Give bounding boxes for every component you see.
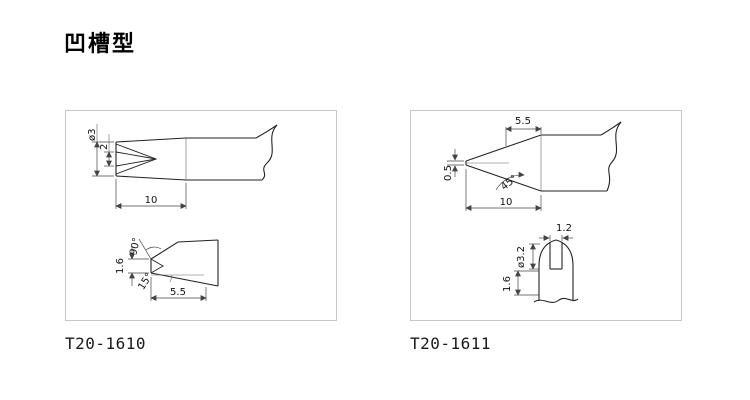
page-title: 凹槽型 [64, 31, 137, 56]
model-number: T20-1610 [65, 334, 147, 353]
tip-front-view [533, 239, 579, 303]
dim-edge-length-label: 5.5 [170, 287, 186, 298]
diagram-box: 5.5 0.5 45° 10 [410, 110, 682, 321]
dim-taper-angle-label: 15° [137, 271, 156, 292]
dim-taper-length-label: 10 [500, 197, 513, 208]
diagram-box: ø3 2 10 [65, 110, 337, 321]
tip-front-view-dimensions [514, 235, 573, 296]
t20-1610-drawing: ø3 2 10 [87, 124, 278, 301]
dim-slot-depth-label: 1.6 [502, 276, 513, 292]
tip-edge-view [150, 239, 219, 287]
dim-groove-width-label: 2 [99, 144, 110, 150]
dim-slot-width-label: 1.2 [556, 223, 572, 234]
tip-side-view-dimensions [447, 126, 542, 211]
t20-1611-drawing: 5.5 0.5 45° 10 [443, 116, 622, 303]
dim-diameter-label: ø3 [87, 129, 98, 141]
tip-side-view-dimensions [92, 124, 187, 209]
dim-tip-width-label: 0.5 [443, 165, 454, 181]
dim-taper-length-label: 10 [145, 195, 158, 206]
dim-groove-angle-label: 90° [128, 237, 142, 257]
dim-diameter-label: ø3.2 [516, 246, 527, 268]
dim-tip-angle-label: 45° [499, 173, 520, 193]
diagram-panel-t20-1610: ø3 2 10 [65, 110, 337, 353]
dim-slot-length-label: 5.5 [515, 116, 531, 127]
tip-side-view [115, 124, 278, 181]
tip-edge-view-dimensions [128, 238, 207, 301]
model-number: T20-1611 [410, 334, 492, 353]
tip-side-view [465, 121, 622, 192]
diagram-panel-t20-1611: 5.5 0.5 45° 10 [410, 110, 682, 353]
dim-edge-thickness-label: 1.6 [115, 258, 126, 274]
